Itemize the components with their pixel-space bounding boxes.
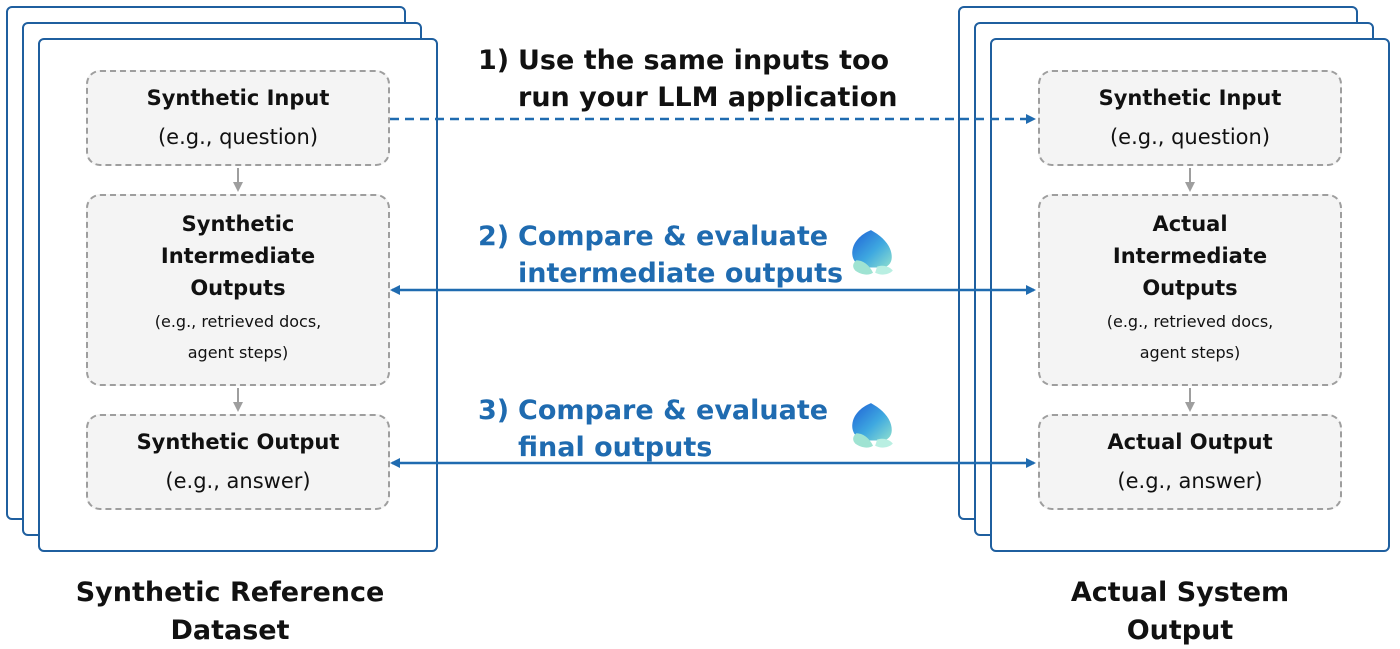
right-input-title: Synthetic Input — [1098, 86, 1282, 110]
left-synthetic-input-box: Synthetic Input (e.g., question) — [86, 70, 390, 166]
left-intermediate-sub-2: agent steps) — [187, 343, 289, 362]
step-2-line2: intermediate outputs — [518, 258, 844, 289]
left-intermediate-sub-1: (e.g., retrieved docs, — [154, 312, 322, 331]
step-3-number: 3) — [478, 395, 510, 426]
step-3-line1: Compare & evaluate — [518, 395, 829, 426]
right-actual-output-box: Actual Output (e.g., answer) — [1038, 414, 1342, 510]
step-1-number: 1) — [478, 45, 510, 76]
left-intermediate-box: Synthetic Intermediate Outputs (e.g., re… — [86, 194, 390, 386]
evaluator-logo-icon — [852, 403, 893, 448]
left-caption-line1: Synthetic Reference — [75, 577, 385, 608]
step-3-text: Compare & evaluate final outputs — [518, 392, 828, 466]
left-output-sub: (e.g., answer) — [165, 469, 311, 493]
left-caption-line2: Dataset — [170, 615, 290, 646]
right-output-sub: (e.g., answer) — [1117, 469, 1263, 493]
right-intermediate-title-1: Actual — [1152, 212, 1228, 236]
right-synthetic-input-box: Synthetic Input (e.g., question) — [1038, 70, 1342, 166]
step-1-line1: Use the same inputs too — [518, 45, 890, 76]
step-2-number: 2) — [478, 221, 510, 252]
right-input-sub: (e.g., question) — [1109, 125, 1271, 149]
right-caption-line1: Actual System — [1070, 577, 1290, 608]
left-output-title: Synthetic Output — [136, 430, 340, 454]
left-input-title: Synthetic Input — [146, 86, 330, 110]
right-intermediate-title-3: Outputs — [1142, 276, 1238, 300]
left-intermediate-title-2: Intermediate — [160, 244, 316, 268]
left-caption: Synthetic Reference Dataset — [40, 574, 420, 649]
step-3-line2: final outputs — [518, 432, 713, 463]
step-1-text: Use the same inputs too run your LLM app… — [518, 42, 897, 116]
right-intermediate-title-2: Intermediate — [1112, 244, 1268, 268]
right-intermediate-box: Actual Intermediate Outputs (e.g., retri… — [1038, 194, 1342, 386]
right-intermediate-sub-2: agent steps) — [1139, 343, 1241, 362]
right-caption-line2: Output — [1126, 615, 1234, 646]
evaluator-logo-icon — [852, 230, 893, 275]
step-2-line1: Compare & evaluate — [518, 221, 829, 252]
left-input-sub: (e.g., question) — [157, 125, 319, 149]
step-2-text: Compare & evaluate intermediate outputs — [518, 218, 843, 292]
right-output-title: Actual Output — [1107, 430, 1273, 454]
left-intermediate-title-3: Outputs — [190, 276, 286, 300]
right-caption: Actual System Output — [990, 574, 1370, 649]
right-intermediate-sub-1: (e.g., retrieved docs, — [1106, 312, 1274, 331]
left-intermediate-title-1: Synthetic — [181, 212, 295, 236]
step-1-line2: run your LLM application — [518, 82, 898, 113]
left-synthetic-output-box: Synthetic Output (e.g., answer) — [86, 414, 390, 510]
